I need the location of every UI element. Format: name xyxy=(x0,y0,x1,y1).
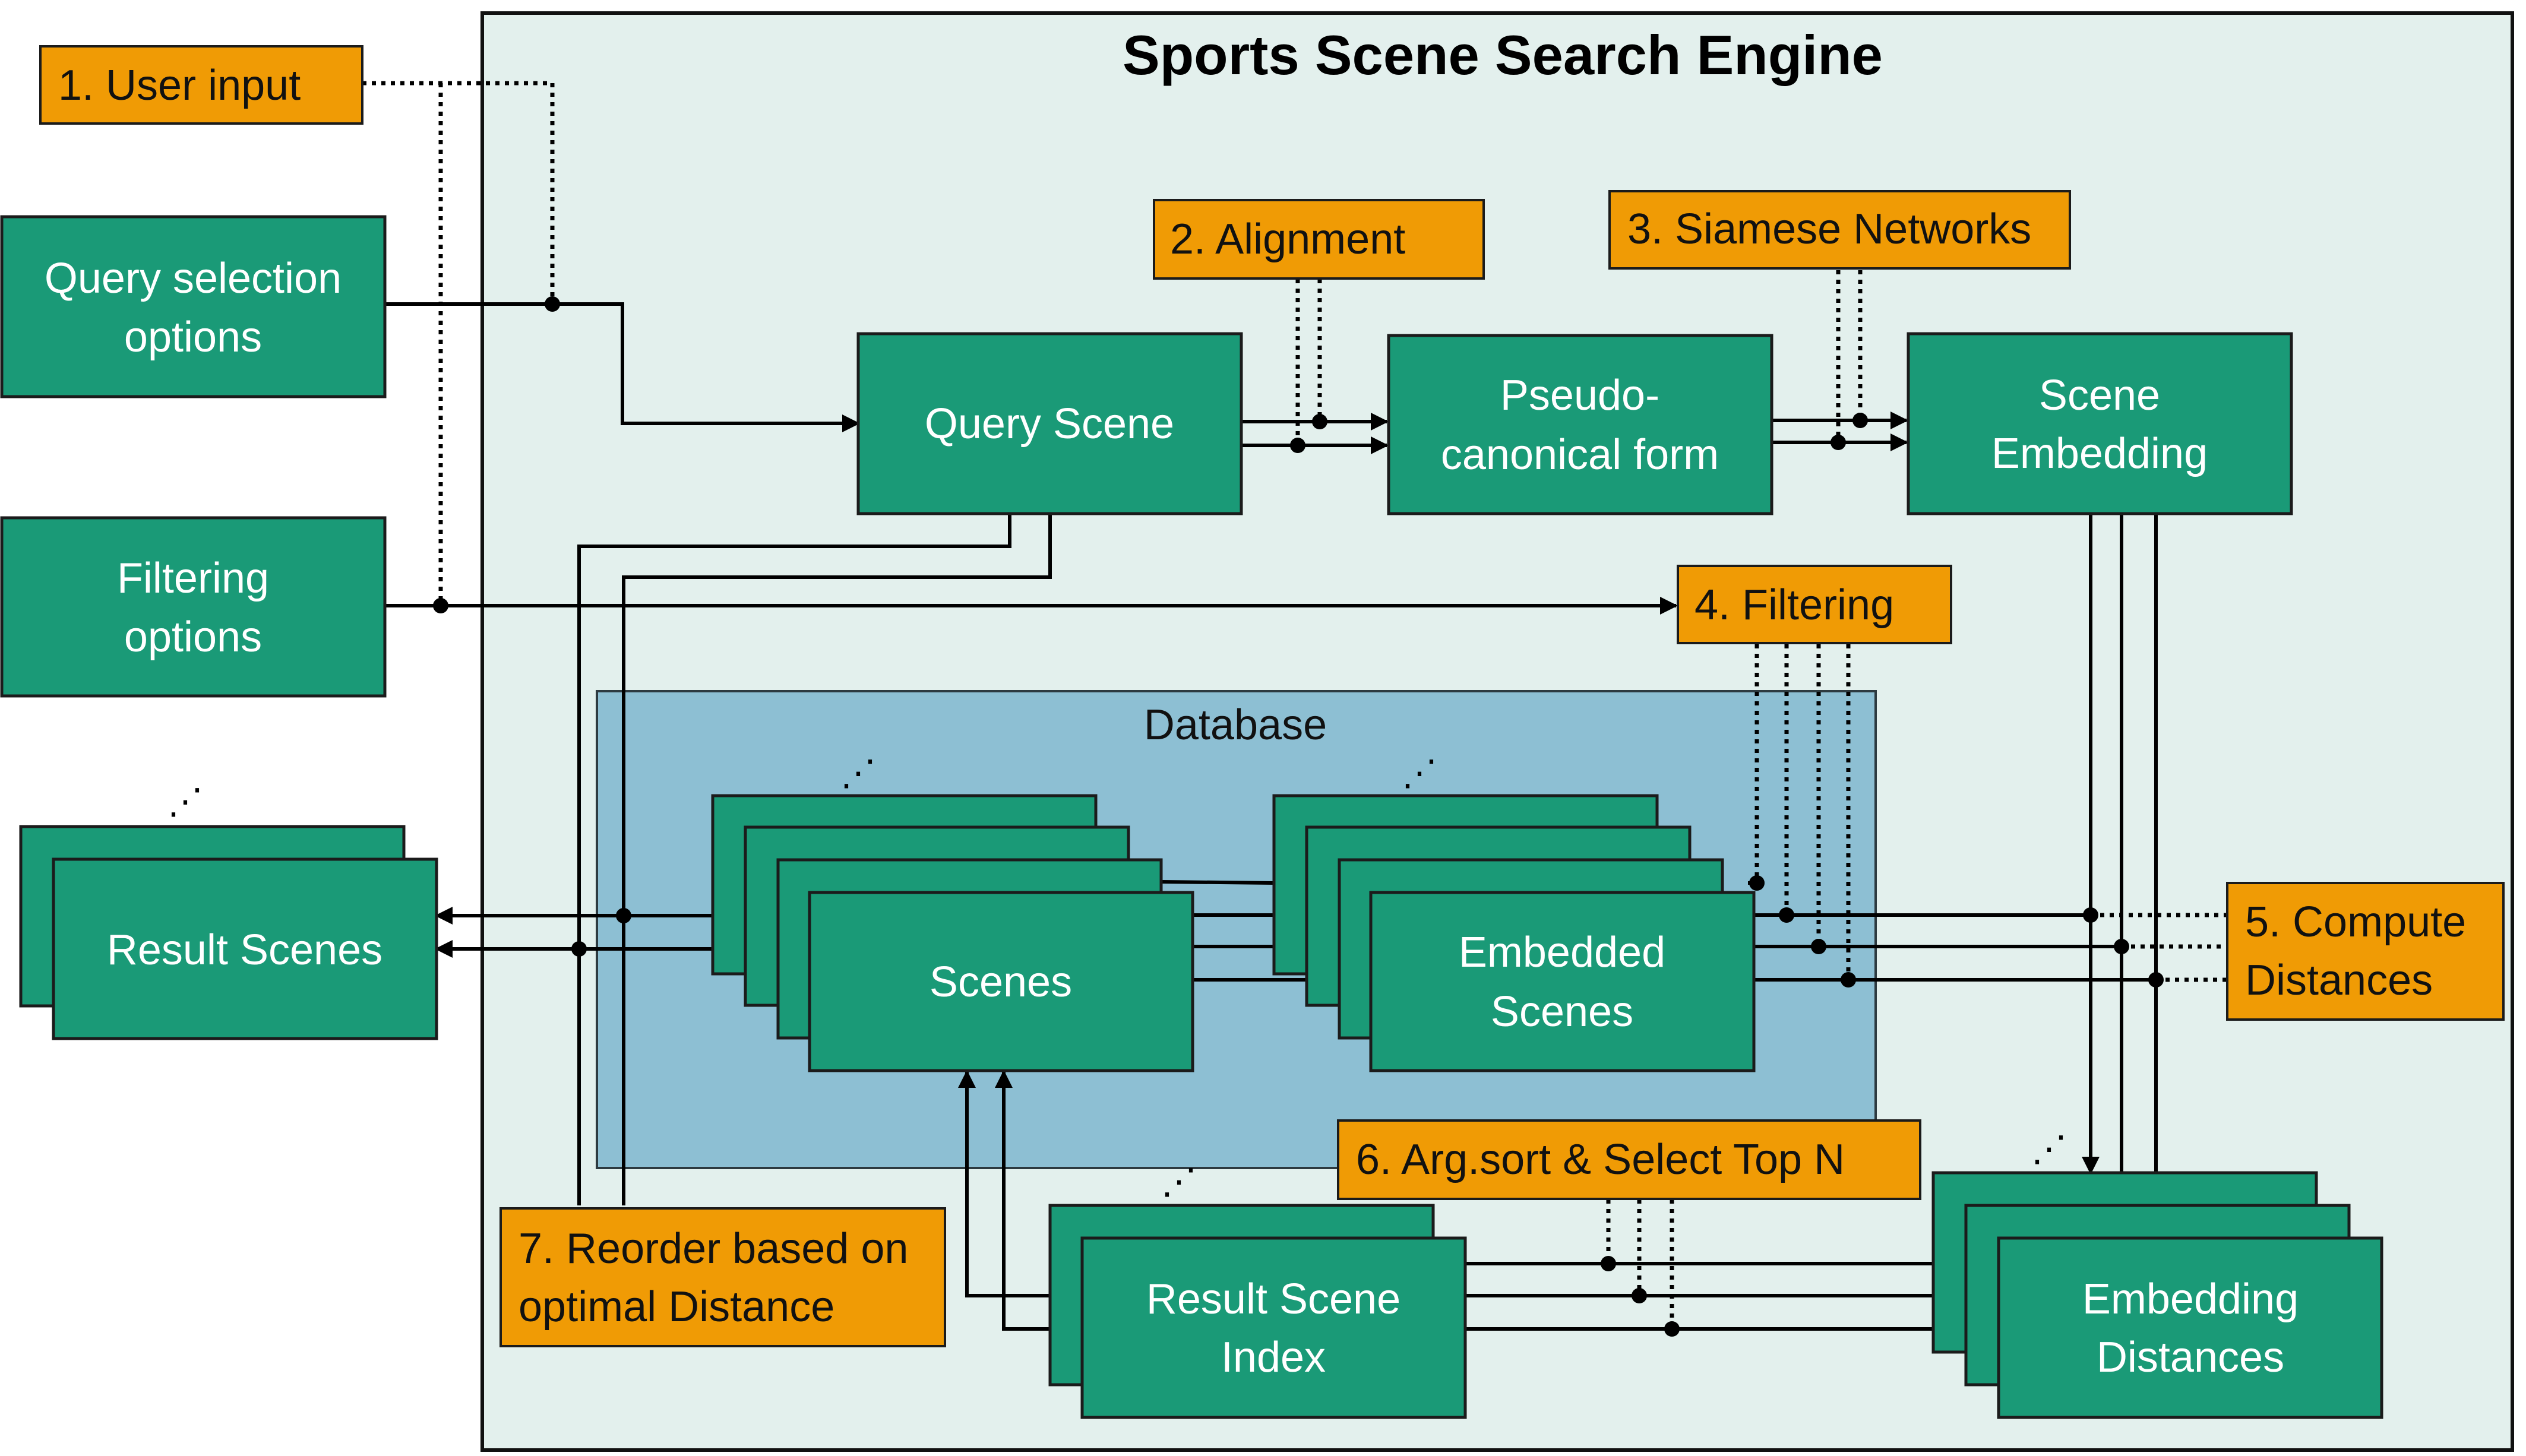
step-reorder-line-1: 7. Reorder based on xyxy=(519,1225,908,1273)
scene-embedding-line-2: Embedding xyxy=(1991,430,2208,477)
embedding-distances-stack xyxy=(1931,1171,2383,1419)
step-filtering-box xyxy=(1677,565,1952,644)
step-compute-line-1: 5. Compute xyxy=(2245,898,2466,946)
pseudo-canonical-line-1: Pseudo- xyxy=(1500,372,1659,419)
embedding-distances-ellipsis: ⋰ xyxy=(2031,1129,2067,1169)
connector-query-to-reorder-2 xyxy=(622,514,1052,1205)
embedding-distances-line-1: Embedding xyxy=(2082,1275,2299,1323)
engine-title: Sports Scene Search Engine xyxy=(1123,24,1883,86)
result-scenes-stack xyxy=(19,825,438,1040)
embedded-scenes-ellipsis: ⋰ xyxy=(1402,753,1437,793)
filtering-options-box xyxy=(0,516,387,698)
scenes-label: Scenes xyxy=(930,958,1072,1006)
connector-index-to-scenes-1 xyxy=(958,1070,1050,1297)
step-filtering: 4. Filtering xyxy=(1694,581,1894,629)
result-scene-index-line-1: Result Scene xyxy=(1146,1275,1400,1323)
embedded-scenes-line-2: Scenes xyxy=(1491,988,1633,1036)
step-siamese: 3. Siamese Networks xyxy=(1627,205,2031,253)
step-compute-box xyxy=(2226,882,2505,1021)
step-compute-line-2: Distances xyxy=(2245,957,2433,1004)
dotted-user-input-feed xyxy=(362,81,555,304)
step-reorder-box xyxy=(499,1207,946,1347)
result-scene-index-stack xyxy=(1048,1204,1467,1419)
connector-scenes-to-embedded-1 xyxy=(1161,880,1275,885)
step-argsort: 6. Arg.sort & Select Top N xyxy=(1356,1136,1845,1183)
pseudo-canonical-box xyxy=(1387,334,1773,515)
step-alignment-box xyxy=(1153,199,1485,280)
step-user-input: 1. User input xyxy=(58,62,301,109)
junction-dots xyxy=(433,296,2164,1337)
pseudo-canonical-line-2: canonical form xyxy=(1441,431,1719,479)
query-selection-line-2: options xyxy=(124,314,262,361)
scenes-ellipsis: ⋰ xyxy=(840,753,876,793)
step-alignment: 2. Alignment xyxy=(1170,216,1405,263)
step-user-input-box xyxy=(39,45,363,125)
filtering-options-line-2: options xyxy=(124,613,262,661)
query-scene-label: Query Scene xyxy=(925,400,1174,448)
database-label: Database xyxy=(1144,701,1327,749)
query-selection-line-1: Query selection xyxy=(45,255,342,302)
step-argsort-box xyxy=(1337,1119,1921,1200)
result-scenes-ellipsis: ⋰ xyxy=(167,781,203,821)
step-reorder-line-2: optimal Distance xyxy=(519,1283,834,1331)
result-scene-index-line-2: Index xyxy=(1221,1334,1326,1381)
connector-query-selection-to-query-scene xyxy=(385,302,860,432)
scene-embedding-box xyxy=(1907,332,2293,515)
result-scenes-label: Result Scenes xyxy=(107,926,382,974)
result-scene-index-ellipsis: ⋰ xyxy=(1161,1161,1197,1201)
embedding-distances-line-2: Distances xyxy=(2097,1334,2284,1381)
embedded-scenes-stack xyxy=(1272,794,1756,1072)
scenes-stack xyxy=(711,794,1194,1072)
query-selection-box xyxy=(0,215,387,398)
query-scene-box xyxy=(856,332,1243,515)
filtering-options-line-1: Filtering xyxy=(117,555,269,602)
scene-embedding-line-1: Scene xyxy=(2039,372,2160,419)
embedded-scenes-line-1: Embedded xyxy=(1459,929,1665,976)
connector-query-to-reorder-1 xyxy=(577,514,1011,1205)
step-siamese-box xyxy=(1608,190,2071,270)
